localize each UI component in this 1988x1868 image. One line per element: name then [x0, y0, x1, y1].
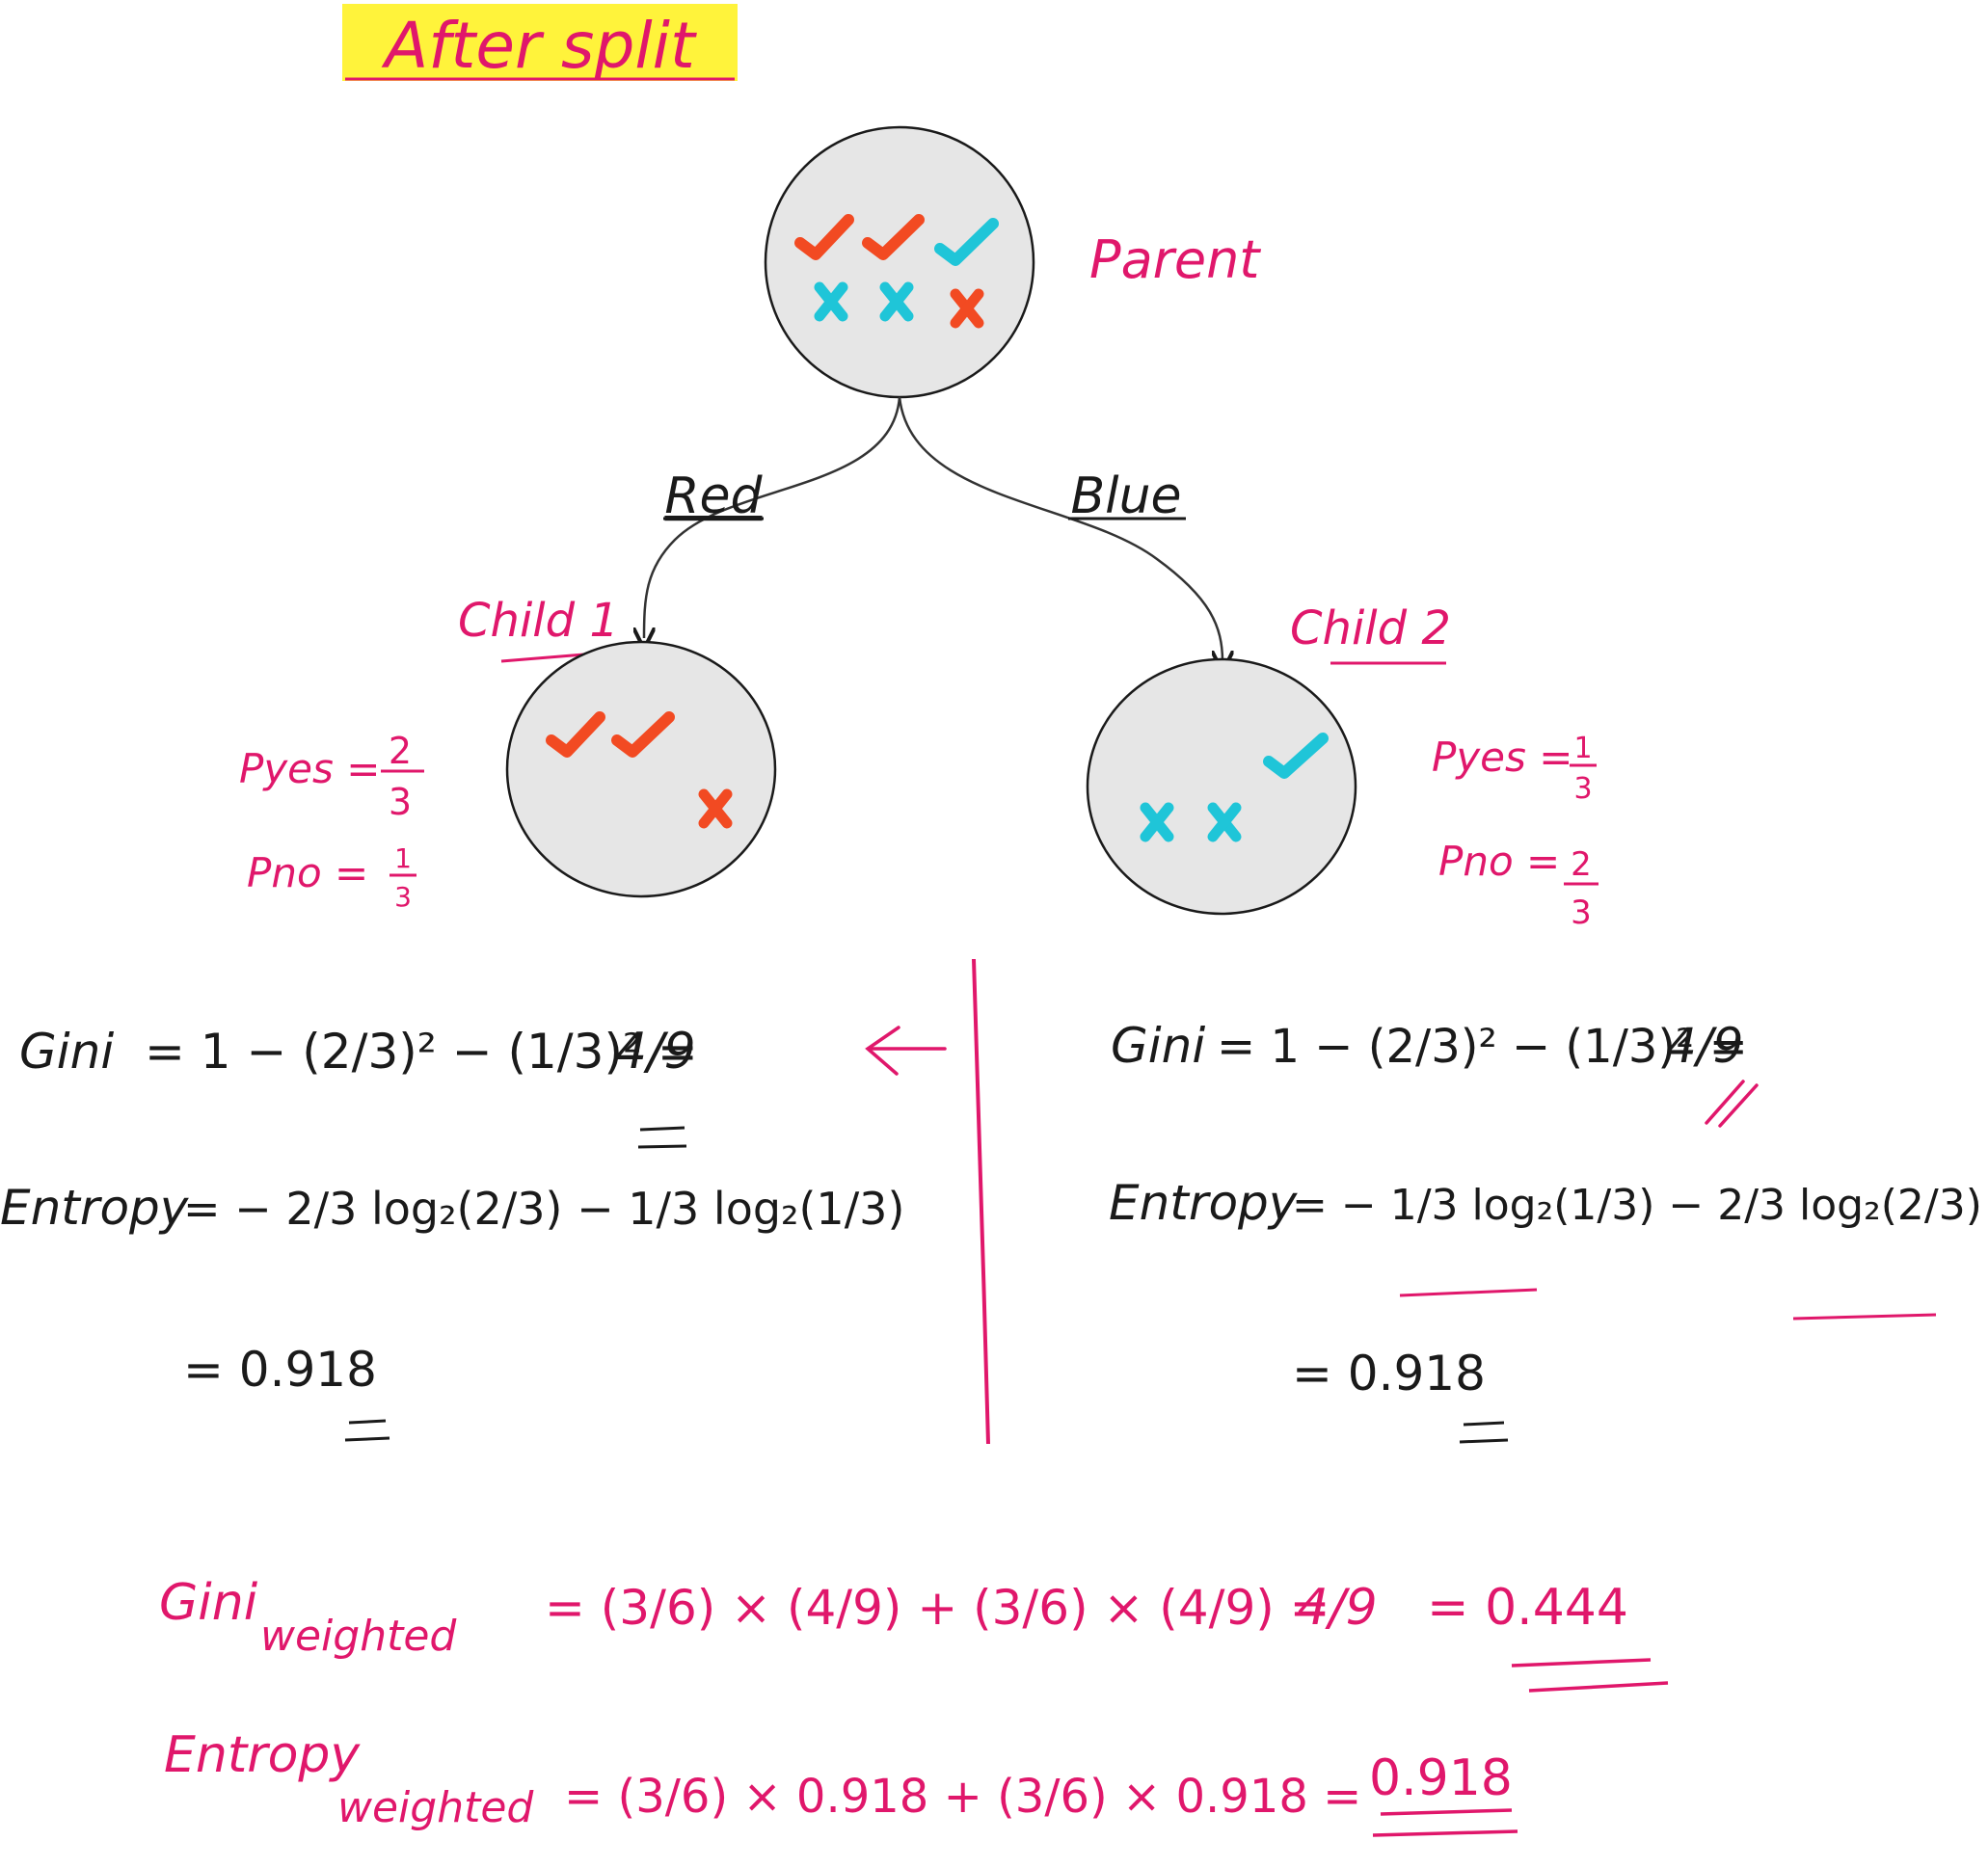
child2-pyes-label: Pyes = — [1432, 734, 1572, 781]
child1-probabilities: Pyes = 2 3 Pno = 1 3 — [239, 730, 424, 913]
left-arrow-icon — [865, 1026, 947, 1076]
right-gini-label: Gini — [1111, 1018, 1205, 1074]
child2-probabilities: Pyes = 1 3 Pno = 2 3 — [1432, 732, 1598, 932]
left-gini-result-underline — [637, 1126, 687, 1149]
right-entropy-expr: = − 1/3 log₂(1/3) − 2/3 log₂(2/3) — [1292, 1181, 1982, 1230]
child1-node — [505, 640, 777, 898]
weighted-gini-result: = 0.444 — [1427, 1579, 1628, 1637]
child1-pyes-label: Pyes = — [239, 745, 380, 792]
check-red-mark — [611, 711, 675, 758]
left-entropy-label: Entropy — [0, 1180, 190, 1236]
child1-label: Child 1 — [458, 594, 619, 648]
left-gini-expr: = 1 − (2/3)² − (1/3)² = — [145, 1024, 698, 1080]
child1-pyes-den: 3 — [389, 781, 412, 823]
child2-node — [1086, 657, 1357, 916]
cross-red-mark — [698, 788, 733, 829]
weighted-entropy-result: 0.918 — [1369, 1749, 1513, 1807]
right-gini-result: 4/9 — [1666, 1018, 1743, 1074]
left-gini-result: 4/9 — [615, 1023, 696, 1081]
left-entropy-result-underline — [344, 1419, 390, 1442]
left-entropy-expr: = − 2/3 log₂(2/3) − 1/3 log₂(1/3) — [183, 1183, 904, 1235]
weighted-gini-frac: 4/9 — [1297, 1579, 1378, 1637]
right-entropy-label: Entropy — [1109, 1175, 1299, 1231]
cross-cyan-mark — [1140, 802, 1174, 842]
child2-pno-num: 2 — [1571, 845, 1592, 884]
title-highlight — [342, 4, 738, 81]
left-calculations: Gini = 1 − (2/3)² − (1/3)² = 4/9 Entropy… — [0, 1023, 904, 1442]
child1-pyes-num: 2 — [389, 730, 412, 772]
right-entropy-term2-underline — [1792, 1313, 1937, 1321]
weighted-entropy-subscript: weighted — [337, 1783, 534, 1832]
child2-pyes-num: 1 — [1573, 732, 1592, 765]
check-cyan-mark — [1263, 733, 1329, 779]
child2-pno-den: 3 — [1571, 894, 1592, 932]
right-gini-result-mark — [1705, 1080, 1759, 1128]
page-title: After split — [381, 9, 697, 83]
cross-cyan-mark — [814, 281, 848, 322]
right-calculations: Gini = 1 − (2/3)² − (1/3)² = 4/9 Entropy… — [1109, 1018, 1982, 1444]
child1-pno-den: 3 — [394, 881, 412, 913]
right-entropy-term1-underline — [1399, 1288, 1538, 1297]
weighted-gini-label: Gini — [159, 1574, 258, 1632]
weighted-gini-expr: = (3/6) × (4/9) + (3/6) × (4/9) = — [545, 1580, 1330, 1636]
edge-to-child1 — [644, 396, 901, 638]
weighted-entropy-label: Entropy — [164, 1726, 361, 1784]
child2-label: Child 2 — [1290, 601, 1451, 655]
cross-cyan-mark — [1207, 802, 1242, 842]
edge-to-child2 — [898, 396, 1222, 661]
parent-node — [764, 125, 1035, 399]
vertical-divider — [972, 958, 990, 1445]
child1-pno-label: Pno = — [247, 849, 368, 896]
parent-circle — [764, 125, 1035, 399]
child1-circle — [505, 640, 777, 898]
cross-cyan-mark — [879, 281, 914, 322]
child2-pno-label: Pno = — [1438, 838, 1560, 885]
parent-label: Parent — [1089, 229, 1261, 290]
edge-label-red: Red — [664, 467, 763, 525]
child2-pyes-den: 3 — [1573, 772, 1592, 806]
weighted-gini: Gini weighted = (3/6) × (4/9) + (3/6) × … — [159, 1574, 1669, 1693]
child2-circle — [1086, 657, 1357, 916]
right-entropy-result-underline — [1459, 1421, 1509, 1444]
right-entropy-result: = 0.918 — [1292, 1346, 1486, 1401]
check-red-mark — [546, 711, 605, 758]
check-red-mark — [862, 214, 925, 260]
cross-red-mark — [950, 288, 984, 329]
right-gini-expr: = 1 − (2/3)² − (1/3)² = — [1217, 1020, 1748, 1074]
left-entropy-result: = 0.918 — [183, 1342, 377, 1398]
check-red-mark — [794, 214, 854, 260]
weighted-gini-result-underline — [1511, 1658, 1669, 1693]
edge-label-blue: Blue — [1070, 467, 1181, 525]
title-group: After split — [342, 4, 738, 83]
weighted-gini-subscript: weighted — [260, 1612, 457, 1661]
weighted-entropy: Entropy weighted = (3/6) × 0.918 + (3/6)… — [164, 1726, 1518, 1837]
left-gini-label: Gini — [19, 1024, 114, 1080]
weighted-entropy-expr: = (3/6) × 0.918 + (3/6) × 0.918 = — [564, 1770, 1361, 1824]
check-cyan-mark — [934, 218, 999, 266]
weighted-entropy-result-underline — [1372, 1808, 1518, 1837]
child1-pno-num: 1 — [394, 842, 412, 874]
